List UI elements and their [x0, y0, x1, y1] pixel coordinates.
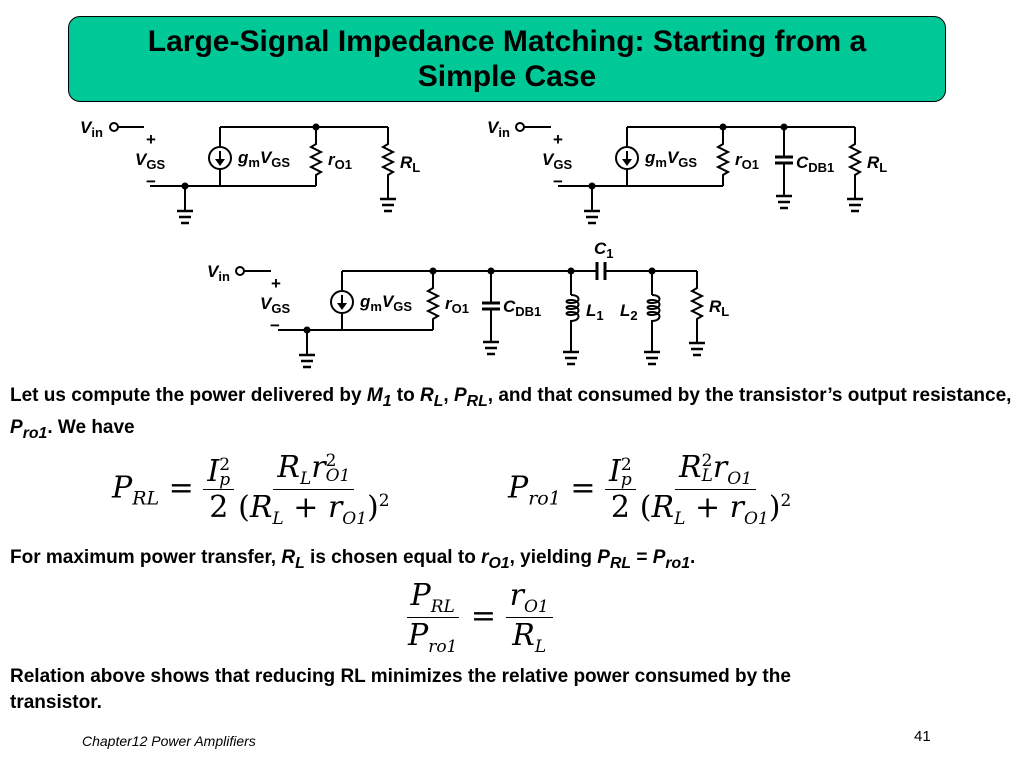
svg-text:Vin: Vin: [207, 262, 230, 284]
svg-text:CDB1: CDB1: [503, 297, 541, 319]
paragraph-3: Relation above shows that reducing RL mi…: [10, 666, 791, 713]
svg-text:VGS: VGS: [542, 150, 572, 172]
svg-text:L1: L1: [586, 301, 604, 323]
page-number: 41: [914, 728, 931, 745]
circuit-2: [515, 122, 856, 195]
svg-text:rO1: rO1: [445, 294, 469, 316]
paragraph-2: For maximum power transfer, RL is chosen…: [10, 547, 696, 572]
c1-ro-label: rO1: [328, 150, 352, 172]
svg-text:rO1: rO1: [735, 150, 759, 172]
c1-gm-label: gmVGS: [237, 148, 290, 170]
svg-text:L2: L2: [620, 301, 638, 323]
svg-text:VGS: VGS: [260, 294, 290, 316]
svg-text:RL: RL: [867, 153, 887, 175]
svg-text:C1: C1: [594, 239, 614, 261]
svg-text:+: +: [553, 130, 563, 149]
title-banner: Large-Signal Impedance Matching: Startin…: [68, 16, 946, 102]
circuit-diagrams: Vin + VGS − gmVGS rO1 RL Vin + VGS − gmV…: [80, 118, 887, 369]
title-line-1: Large-Signal Impedance Matching: Startin…: [147, 25, 867, 58]
svg-text:−: −: [270, 316, 280, 335]
svg-text:CDB1: CDB1: [796, 153, 834, 175]
svg-text:RL: RL: [709, 297, 729, 319]
svg-text:gmVGS: gmVGS: [359, 292, 412, 314]
title-line-2: Simple Case: [417, 60, 597, 93]
svg-text:+: +: [271, 274, 281, 293]
paragraph-1: Let us compute the power delivered by M1…: [10, 385, 1012, 442]
c1-vgs-label: VGS: [135, 150, 165, 172]
svg-text:Vin: Vin: [487, 118, 510, 140]
svg-text:−: −: [146, 172, 156, 191]
svg-text:+: +: [146, 130, 156, 149]
svg-text:gmVGS: gmVGS: [644, 148, 697, 170]
circuit-1: [109, 122, 389, 195]
footer-chapter: Chapter12 Power Amplifiers: [82, 733, 256, 749]
c1-rl-label: RL: [400, 153, 420, 175]
svg-text:−: −: [553, 172, 563, 191]
c1-vin-label: Vin: [80, 118, 103, 140]
